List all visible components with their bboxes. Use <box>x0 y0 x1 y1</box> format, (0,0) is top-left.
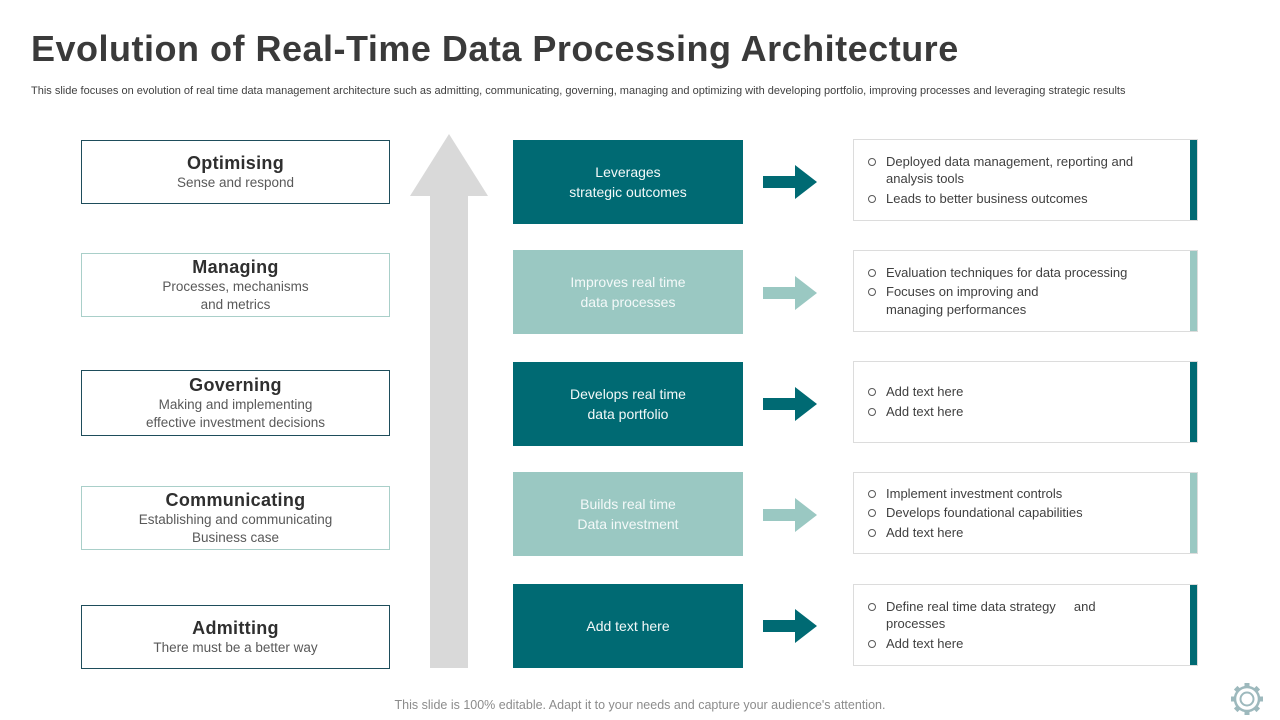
bullet-item: Add text here <box>868 524 1179 542</box>
bullet-list: Deployed data management, reporting and … <box>868 151 1179 210</box>
stage-desc: There must be a better way <box>153 639 318 655</box>
right-arrow-icon <box>763 609 817 643</box>
slide-subtitle: This slide focuses on evolution of real … <box>31 85 1126 97</box>
bullet-item: Focuses on improving and managing perfor… <box>868 283 1179 318</box>
bullet-list: Evaluation techniques for data processin… <box>868 262 1179 321</box>
stage-title: Governing <box>189 374 282 395</box>
circle-bullet-icon <box>868 388 876 397</box>
circle-bullet-icon <box>868 528 876 537</box>
bullet-box-managing: Evaluation techniques for data processin… <box>853 250 1198 332</box>
bullet-item: Develops foundational capabilities <box>868 504 1179 522</box>
stage-title: Optimising <box>187 152 284 173</box>
bullet-text: Define real time data strategy and proce… <box>886 598 1096 632</box>
action-text: Builds real time Data investment <box>577 495 679 532</box>
circle-bullet-icon <box>868 489 876 498</box>
bullet-list: Implement investment controls Develops f… <box>868 483 1179 544</box>
action-box-governing: Develops real time data portfolio <box>513 362 743 446</box>
circle-bullet-icon <box>868 639 876 648</box>
stage-box-governing: Governing Making and implementing effect… <box>81 370 390 436</box>
bullet-text: Add text here <box>886 384 964 400</box>
bullet-item: Implement investment controls <box>868 485 1179 503</box>
accent-bar <box>1190 140 1197 220</box>
right-arrow-icon <box>763 276 817 310</box>
bullet-text: Add text here <box>886 635 964 651</box>
action-text: Add text here <box>586 617 670 634</box>
bullet-text: Deployed data management, reporting and … <box>886 153 1134 187</box>
bullet-box-optimising: Deployed data management, reporting and … <box>853 139 1198 221</box>
bullet-item: Add text here <box>868 403 1179 421</box>
stage-desc: Establishing and communicating Business … <box>138 511 333 545</box>
footer-note: This slide is 100% editable. Adapt it to… <box>394 698 886 712</box>
accent-bar <box>1190 585 1197 665</box>
right-arrow-icon <box>763 498 817 532</box>
bullet-text: Add text here <box>886 524 964 540</box>
circle-bullet-icon <box>868 157 876 166</box>
gear-icon <box>1231 683 1263 715</box>
stage-box-managing: Managing Processes, mechanisms and metri… <box>81 253 390 317</box>
bullet-list: Add text here Add text here <box>868 381 1179 422</box>
stage-title: Managing <box>192 256 279 277</box>
bullet-item: Evaluation techniques for data processin… <box>868 264 1179 282</box>
stage-box-communicating: Communicating Establishing and communica… <box>81 486 390 550</box>
bullet-text: Develops foundational capabilities <box>886 505 1083 521</box>
circle-bullet-icon <box>868 288 876 297</box>
bullet-item: Add text here <box>868 383 1179 401</box>
bullet-text: Focuses on improving and managing perfor… <box>886 284 1039 317</box>
action-text: Leverages strategic outcomes <box>569 163 687 200</box>
bullet-text: Implement investment controls <box>886 485 1063 501</box>
action-box-managing: Improves real time data processes <box>513 250 743 334</box>
stage-title: Admitting <box>192 617 279 638</box>
action-text: Develops real time data portfolio <box>570 385 686 422</box>
bullet-box-admitting: Define real time data strategy and proce… <box>853 584 1198 666</box>
stage-box-optimising: Optimising Sense and respond <box>81 140 390 204</box>
circle-bullet-icon <box>868 408 876 416</box>
action-box-optimising: Leverages strategic outcomes <box>513 140 743 224</box>
bullet-box-communicating: Implement investment controls Develops f… <box>853 472 1198 554</box>
bullet-text: Leads to better business outcomes <box>886 190 1088 206</box>
stage-box-admitting: Admitting There must be a better way <box>81 605 390 669</box>
stage-desc: Making and implementing effective invest… <box>145 396 326 430</box>
action-box-admitting: Add text here <box>513 584 743 668</box>
accent-bar <box>1190 473 1197 553</box>
bullet-item: Add text here <box>868 635 1179 653</box>
accent-bar <box>1190 251 1197 331</box>
bullet-item: Leads to better business outcomes <box>868 190 1179 208</box>
page-title: Evolution of Real-Time Data Processing A… <box>31 28 959 69</box>
circle-bullet-icon <box>868 602 876 611</box>
circle-bullet-icon <box>868 509 876 518</box>
action-box-communicating: Builds real time Data investment <box>513 472 743 556</box>
circle-bullet-icon <box>868 194 876 203</box>
right-arrow-icon <box>763 387 817 421</box>
up-arrow-icon <box>410 134 488 668</box>
bullet-item: Define real time data strategy and proce… <box>868 598 1179 633</box>
bullet-item: Deployed data management, reporting and … <box>868 153 1179 188</box>
bullet-box-governing: Add text here Add text here <box>853 361 1198 443</box>
action-text: Improves real time data processes <box>570 273 686 310</box>
stage-desc: Processes, mechanisms and metrics <box>162 278 309 312</box>
stage-desc: Sense and respond <box>176 174 295 190</box>
circle-bullet-icon <box>868 268 876 277</box>
bullet-text: Evaluation techniques for data processin… <box>886 264 1128 280</box>
right-arrow-icon <box>763 165 817 199</box>
bullet-text: Add text here <box>886 404 964 419</box>
stage-title: Communicating <box>165 489 306 510</box>
bullet-list: Define real time data strategy and proce… <box>868 596 1179 655</box>
accent-bar <box>1190 362 1197 442</box>
